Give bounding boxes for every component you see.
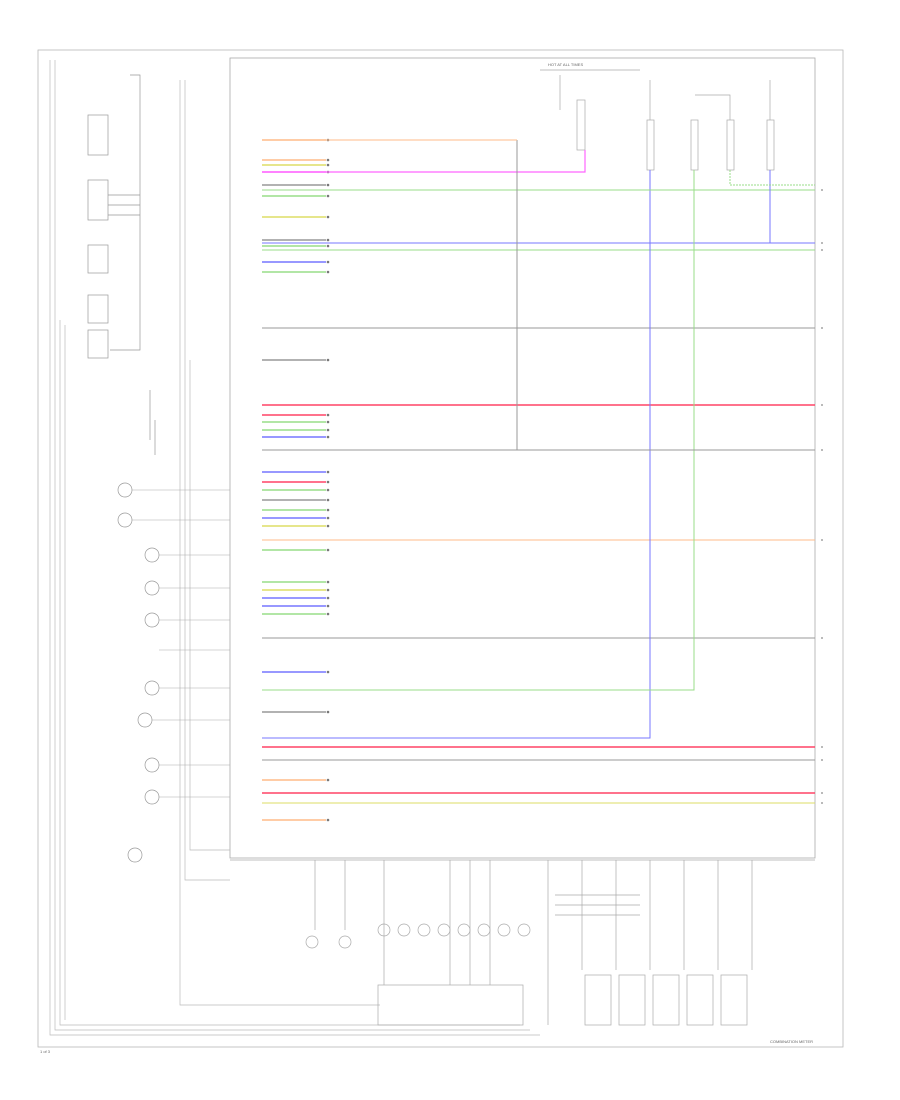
pin-dot-24 <box>326 580 330 584</box>
pin-dot-8 <box>326 244 330 248</box>
pin-dot-27 <box>326 604 330 608</box>
pin-dot-2 <box>326 163 330 167</box>
right-wire-end-3 <box>821 327 823 329</box>
pin-dot-20 <box>326 508 330 512</box>
bulb-4 <box>457 923 471 937</box>
bulb-3 <box>437 923 451 937</box>
right-wire-end-1 <box>821 242 823 244</box>
outer-frame <box>37 49 844 1048</box>
pin-dot-4 <box>326 183 330 187</box>
pin-dot-21 <box>326 516 330 520</box>
bottom-bulbs <box>377 923 531 937</box>
pin-dot-28 <box>326 612 330 616</box>
pin-dot-22 <box>326 524 330 528</box>
right-wire-end-5 <box>821 449 823 451</box>
pin-dot-5 <box>326 194 330 198</box>
pin-dot-14 <box>326 428 330 432</box>
bulb-5 <box>477 923 491 937</box>
right-wire-end-8 <box>821 746 823 748</box>
meter-body <box>229 57 816 859</box>
right-wire-end-11 <box>821 802 823 804</box>
pin-dot-16 <box>326 470 330 474</box>
left-components <box>87 74 156 455</box>
pin-dot-23 <box>326 548 330 552</box>
vertical-drops <box>262 139 815 739</box>
bulb-6 <box>497 923 511 937</box>
pin-dot-13 <box>326 420 330 424</box>
pin-dot-29 <box>326 670 330 674</box>
right-wire-end-2 <box>821 249 823 251</box>
bottom-section <box>230 859 815 1026</box>
pin-dot-17 <box>326 480 330 484</box>
pin-dot-18 <box>326 488 330 492</box>
pin-dot-32 <box>326 818 330 822</box>
pin-dot-26 <box>326 596 330 600</box>
footer-left: 1 of 3 <box>40 1049 51 1054</box>
bulb-2 <box>417 923 431 937</box>
pin-dot-1 <box>326 158 330 162</box>
pin-dot-30 <box>326 710 330 714</box>
right-wire-end-7 <box>821 637 823 639</box>
left-lamps <box>117 482 160 863</box>
pin-dot-15 <box>326 435 330 439</box>
top-fuses <box>540 69 775 171</box>
pin-dot-31 <box>326 778 330 782</box>
left-lamp-leads <box>132 489 230 798</box>
right-wire-end-4 <box>821 404 823 406</box>
top-label: HOT AT ALL TIMES <box>548 62 583 67</box>
right-wire-end-6 <box>821 539 823 541</box>
bulb-7 <box>517 923 531 937</box>
pin-dot-9 <box>326 260 330 264</box>
bulb-0 <box>377 923 391 937</box>
pin-dot-19 <box>326 498 330 502</box>
pin-dot-12 <box>326 413 330 417</box>
pin-dot-10 <box>326 270 330 274</box>
pin-dot-7 <box>326 238 330 242</box>
pin-dot-25 <box>326 588 330 592</box>
right-wires <box>262 189 823 804</box>
footer-right: COMBINATION METER <box>770 1039 813 1044</box>
right-wire-end-9 <box>821 759 823 761</box>
left-rails <box>49 60 540 1036</box>
pin-dot-11 <box>326 358 330 362</box>
right-wire-end-0 <box>821 189 823 191</box>
pin-dot-6 <box>326 215 330 219</box>
bulb-1 <box>397 923 411 937</box>
right-wire-end-10 <box>821 792 823 794</box>
pin-stubs <box>262 138 330 822</box>
